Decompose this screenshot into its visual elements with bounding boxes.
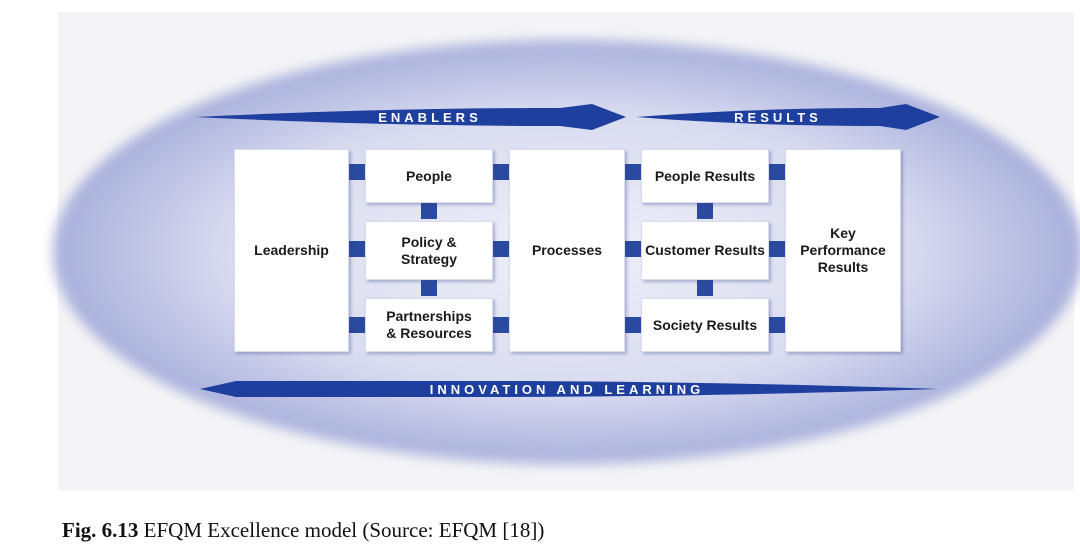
partnerships-resources-box: Partnerships & Resources <box>365 298 493 352</box>
connector <box>769 317 785 333</box>
connector <box>421 203 437 219</box>
results-arrow <box>636 104 940 130</box>
connector <box>625 164 641 180</box>
caption-text: EFQM Excellence model (Source: EFQM [18]… <box>138 518 545 542</box>
figure-number: Fig. 6.13 <box>62 518 139 542</box>
connector <box>349 241 365 257</box>
connector <box>769 241 785 257</box>
connector <box>349 164 365 180</box>
processes-box: Processes <box>509 149 625 352</box>
connector <box>697 280 713 296</box>
key-performance-results-box: Key Performance Results <box>785 149 901 352</box>
policy-strategy-box: Policy & Strategy <box>365 221 493 280</box>
connector <box>349 317 365 333</box>
society-results-box: Society Results <box>641 298 769 352</box>
connector <box>493 164 509 180</box>
results-label: RESULTS <box>734 110 822 125</box>
people-results-box: People Results <box>641 149 769 203</box>
customer-results-box: Customer Results <box>641 221 769 280</box>
enablers-arrow <box>195 104 626 130</box>
connector <box>421 280 437 296</box>
connector <box>625 241 641 257</box>
figure-caption: Fig. 6.13 EFQM Excellence model (Source:… <box>62 518 544 543</box>
people-box: People <box>365 149 493 203</box>
connector <box>697 203 713 219</box>
enablers-label: ENABLERS <box>378 110 482 125</box>
leadership-box: Leadership <box>234 149 349 352</box>
innovation-arrow <box>200 381 938 397</box>
connector <box>493 241 509 257</box>
connectors <box>349 164 785 333</box>
connector <box>625 317 641 333</box>
innovation-label: INNOVATION AND LEARNING <box>430 382 704 397</box>
connector <box>493 317 509 333</box>
connector <box>769 164 785 180</box>
